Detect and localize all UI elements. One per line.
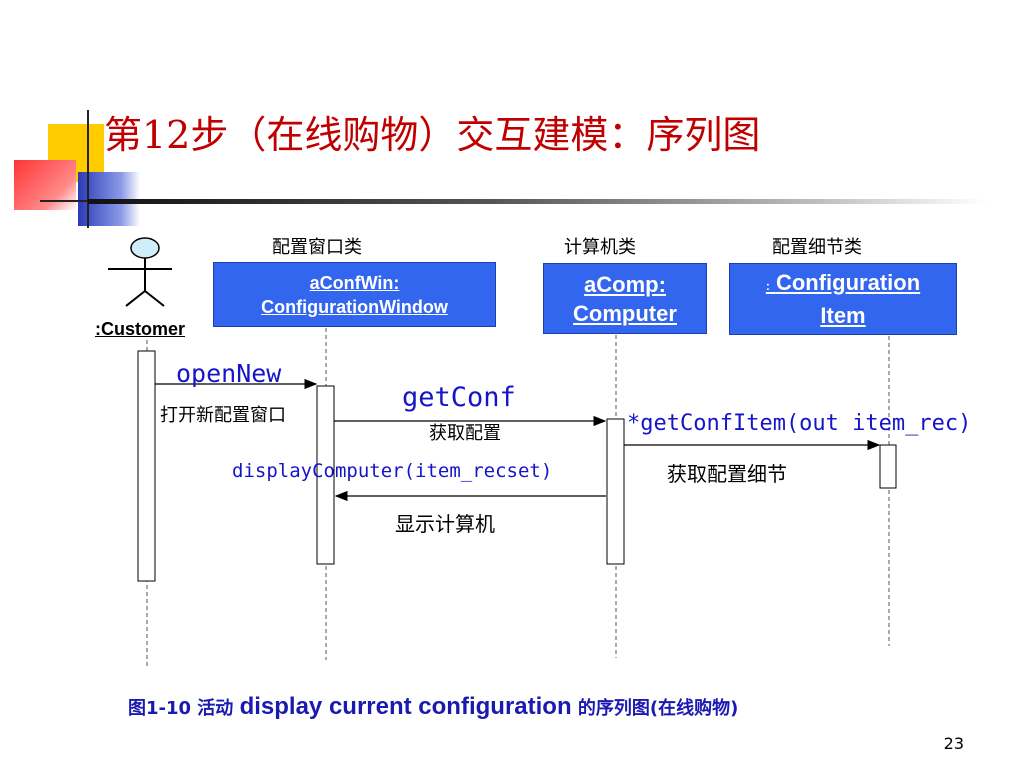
customer-actor-icon	[108, 237, 172, 307]
display-computer-message-desc: 显示计算机	[395, 512, 495, 536]
conf-item-object: : Configuration Item	[729, 263, 957, 335]
get-conf-message: getConf	[402, 382, 516, 413]
conf-win-object-class: ConfigurationWindow	[261, 296, 448, 317]
conf-win-activation	[316, 385, 335, 565]
conf-item-class-label: 配置细节类	[772, 237, 862, 258]
customer-actor-label: :Customer	[95, 319, 186, 339]
conf-win-object-name: aConfWin:	[309, 272, 400, 293]
conf-win-class-label: 配置窗口类	[272, 237, 362, 258]
conf-item-object-colon: :	[765, 279, 770, 293]
customer-activation	[137, 350, 156, 582]
conf-item-object-name: Configuration	[775, 270, 921, 295]
conf-item-activation	[879, 444, 897, 489]
computer-class-label: 计算机类	[564, 237, 636, 258]
logo-horizontal-line	[40, 200, 110, 202]
computer-activation	[606, 418, 625, 565]
computer-object: aComp: Computer	[543, 263, 707, 334]
actor-left-leg	[125, 290, 146, 307]
figure-caption: 图1-10 活动 display current configuration 的…	[128, 693, 738, 721]
page-number: 23	[943, 734, 964, 753]
open-new-message-desc: 打开新配置窗口	[160, 405, 286, 426]
get-conf-item-message-desc: 获取配置细节	[667, 462, 787, 486]
get-conf-message-desc: 获取配置	[429, 423, 501, 444]
title-underline	[88, 199, 988, 204]
open-new-message: openNew	[176, 359, 282, 388]
computer-object-name: aComp:	[584, 271, 666, 297]
display-computer-message: displayComputer(item_recset)	[232, 460, 553, 482]
caption-activity: display current configuration	[239, 693, 572, 720]
logo-vertical-line	[87, 110, 89, 228]
computer-object-class: Computer	[573, 300, 677, 326]
conf-item-object-name-line: : Configuration	[766, 268, 920, 301]
get-conf-item-message: *getConfItem(out item_rec)	[627, 411, 972, 436]
caption-suffix: 的序列图(在线购物)	[571, 698, 739, 719]
caption-prefix: 图1-10 活动	[128, 698, 240, 719]
slide-title: 第12步（在线购物）交互建模：序列图	[104, 113, 761, 157]
actor-right-leg	[144, 290, 165, 307]
conf-win-object: aConfWin: ConfigurationWindow	[213, 262, 496, 327]
conf-item-object-class: Item	[820, 303, 866, 328]
